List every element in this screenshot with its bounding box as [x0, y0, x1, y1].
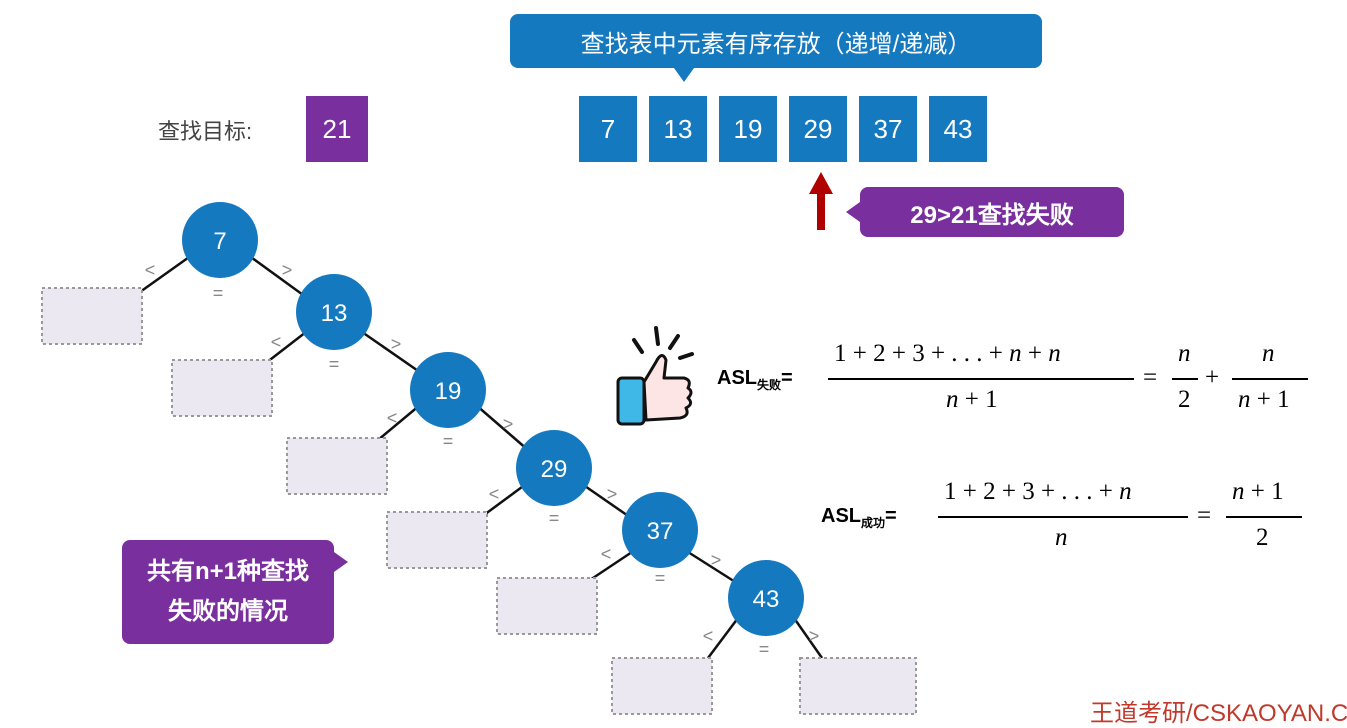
fraction-denominator: 2 [1178, 386, 1191, 413]
edge-label-equal: = [443, 431, 454, 451]
asl-success-sub: 成功 [861, 516, 886, 530]
edge-label-greater: > [607, 484, 618, 504]
fraction-bar [1232, 378, 1308, 380]
array-cell: 13 [649, 96, 707, 162]
failure-count-callout: 共有n+1种查找 失败的情况 [122, 540, 348, 644]
asl-fail-label: ASL失败= [717, 367, 793, 393]
leaf-node [41, 287, 143, 345]
header-callout: 查找表中元素有序存放（递增/递减） [510, 14, 1042, 82]
header-callout-text: 查找表中元素有序存放（递增/递减） [580, 30, 972, 58]
tree-node-13 [296, 274, 372, 350]
edge-label-equal: = [549, 508, 560, 528]
edge-label-greater: > [711, 550, 722, 570]
asl-success-numerator: 1 + 2 + 3 + . . . + n [944, 478, 1132, 505]
thumbs-up-icon [616, 326, 694, 426]
edge-label-equal: = [655, 568, 666, 588]
array-cell: 7 [579, 96, 637, 162]
footer-brand: 王道考研/CSKAOYAN.COM [1090, 700, 1347, 727]
edge-label-greater: > [391, 334, 402, 354]
target-value: 21 [306, 96, 368, 162]
edge-label-greater: > [503, 414, 514, 434]
failure-count-line2: 失败的情况 [168, 598, 288, 625]
array-cell: 37 [859, 96, 917, 162]
fraction-bar [938, 516, 1188, 518]
edge-label-less: < [145, 260, 156, 280]
equals-sign: = [1143, 364, 1158, 391]
edge-label-equal: = [213, 283, 224, 303]
fraction-denominator: 2 [1256, 524, 1269, 551]
edge-label-greater: > [282, 260, 293, 280]
edge-label-less: < [489, 484, 500, 504]
pointer-arrow-icon [809, 172, 833, 230]
tree-node-29 [516, 430, 592, 506]
leaf-node [496, 577, 598, 635]
failure-count-line1: 共有n+1种查找 [146, 558, 310, 585]
tree-node-label: 43 [753, 586, 780, 613]
tree-node-label: 7 [213, 228, 226, 255]
edge-label-less: < [387, 408, 398, 428]
array-cell: 29 [789, 96, 847, 162]
tree-node-43 [728, 560, 804, 636]
asl-success-label: ASL成功= [821, 505, 897, 531]
fail-callout-text: 29>21查找失败 [910, 201, 1074, 229]
asl-fail-sub: 失败 [757, 378, 782, 392]
fraction-numerator: n [1262, 340, 1275, 367]
leaf-node [171, 359, 273, 417]
tree-node-label: 19 [435, 378, 462, 405]
target-label: 查找目标: [158, 119, 253, 144]
fraction-denominator: n + 1 [1238, 386, 1290, 413]
tree-node-19 [410, 352, 486, 428]
tree-node-7 [182, 202, 258, 278]
edge-label-less: < [271, 332, 282, 352]
asl-success-eq: = [885, 505, 897, 527]
asl-success-denominator: n [1055, 524, 1068, 551]
asl-success-name: ASL [821, 505, 861, 527]
fraction-bar [1226, 516, 1302, 518]
edge-label-less: < [703, 626, 714, 646]
array-cell: 43 [929, 96, 987, 162]
edge-label-equal: = [329, 354, 340, 374]
leaf-node [286, 437, 388, 495]
fail-callout: 29>21查找失败 [846, 187, 1124, 237]
asl-fail-name: ASL [717, 367, 757, 389]
array-cell: 19 [719, 96, 777, 162]
edge-label-less: < [601, 544, 612, 564]
tree-node-label: 13 [321, 300, 348, 327]
leaf-node [611, 657, 713, 715]
edge-label-equal: = [759, 639, 770, 659]
tree-node-37 [622, 492, 698, 568]
tree-node-label: 37 [647, 518, 674, 545]
asl-fail-numerator: 1 + 2 + 3 + . . . + n + n [834, 340, 1061, 367]
fraction-bar [1172, 378, 1198, 380]
asl-fail-denominator: n + 1 [946, 386, 998, 413]
leaf-node [386, 511, 488, 569]
edge-label-greater: > [809, 626, 820, 646]
plus-sign: + [1205, 364, 1220, 391]
equals-sign: = [1197, 502, 1212, 529]
fraction-bar [828, 378, 1134, 380]
leaf-node [799, 657, 917, 715]
tree-node-label: 29 [541, 456, 568, 483]
fraction-numerator: n + 1 [1232, 478, 1284, 505]
asl-fail-eq: = [781, 367, 793, 389]
fraction-numerator: n [1178, 340, 1191, 367]
